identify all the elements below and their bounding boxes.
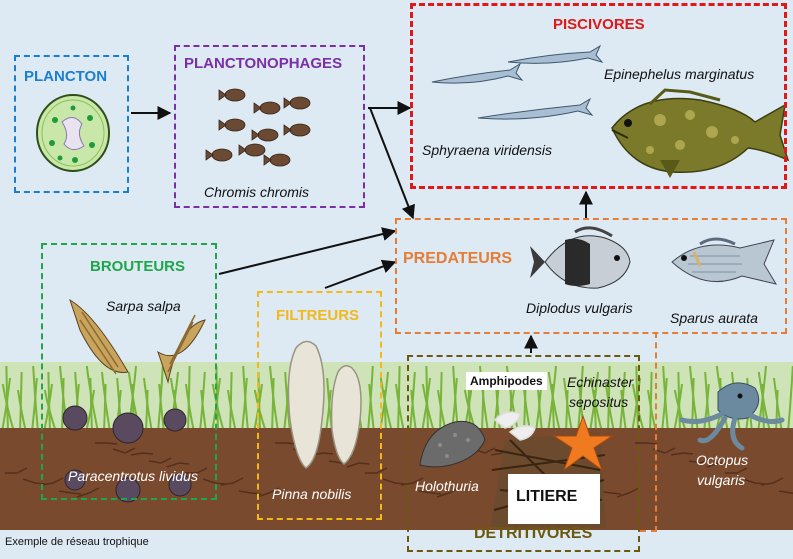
filtreurs-box xyxy=(257,291,382,520)
grouper-icon xyxy=(611,88,790,178)
species-holothuria: Holothuria xyxy=(415,478,479,494)
filtreurs-title: FILTREURS xyxy=(276,307,360,324)
arrow-brouteurs-predateurs xyxy=(218,227,397,275)
planctonophages-title: PLANCTONOPHAGES xyxy=(184,55,343,72)
sarpa-icon xyxy=(69,298,206,384)
sparus-icon xyxy=(671,237,778,285)
urchin-icon xyxy=(62,405,192,503)
starfish-icon xyxy=(552,414,614,472)
plankton-cell-icon xyxy=(36,94,110,172)
octopus-icon xyxy=(679,382,785,451)
planctonophages-box xyxy=(174,45,365,208)
detritivores-box xyxy=(407,355,640,552)
diplodus-icon xyxy=(530,226,631,289)
holothuria-icon xyxy=(419,420,486,468)
chromis-school-icon xyxy=(205,88,311,167)
species-pinna-nobilis: Pinna nobilis xyxy=(272,486,352,502)
species-sphyraena-viridensis: Sphyraena viridensis xyxy=(422,142,552,158)
arrow-filtreurs-predateurs xyxy=(324,259,397,289)
arrow-planctonophages-predateurs xyxy=(369,107,415,220)
detritivores-title: DETRITIVORES xyxy=(474,525,593,542)
species-echinaster-line2: sepositus xyxy=(569,394,629,410)
predateurs-title: PREDATEURS xyxy=(403,250,513,267)
litiere-label: LITIERE xyxy=(516,488,578,505)
species-sarpa-salpa: Sarpa salpa xyxy=(106,298,181,314)
amphipodes-label: Amphipodes xyxy=(466,372,547,390)
species-chromis-chromis: Chromis chromis xyxy=(204,184,310,200)
barracuda-icon xyxy=(431,44,604,120)
piscivores-title: PISCIVORES xyxy=(553,16,645,33)
piscivores-box xyxy=(410,3,787,189)
trophic-arrows xyxy=(131,101,593,353)
sediment-layer xyxy=(0,428,793,559)
species-echinaster-line1: Echinaster xyxy=(567,374,634,390)
plancton-title: PLANCTON xyxy=(24,68,108,85)
species-sparus-aurata: Sparus aurata xyxy=(670,310,758,326)
pinna-shell-icon xyxy=(287,340,362,469)
brouteurs-box xyxy=(41,243,217,500)
predateurs-side-extension xyxy=(640,332,657,532)
species-octopus-line1: Octopus xyxy=(696,452,749,468)
amphipod-icon xyxy=(493,411,536,441)
species-octopus-line2: vulgaris xyxy=(697,472,746,488)
species-epinephelus-marginatus: Epinephelus marginatus xyxy=(604,66,755,82)
caption: Exemple de réseau trophique xyxy=(5,536,149,548)
plancton-box xyxy=(14,55,129,193)
species-diplodus-vulgaris: Diplodus vulgaris xyxy=(526,300,633,316)
species-paracentrotus-lividus: Paracentrotus lividus xyxy=(68,468,198,484)
brouteurs-title: BROUTEURS xyxy=(90,258,186,275)
predateurs-box xyxy=(395,218,787,334)
